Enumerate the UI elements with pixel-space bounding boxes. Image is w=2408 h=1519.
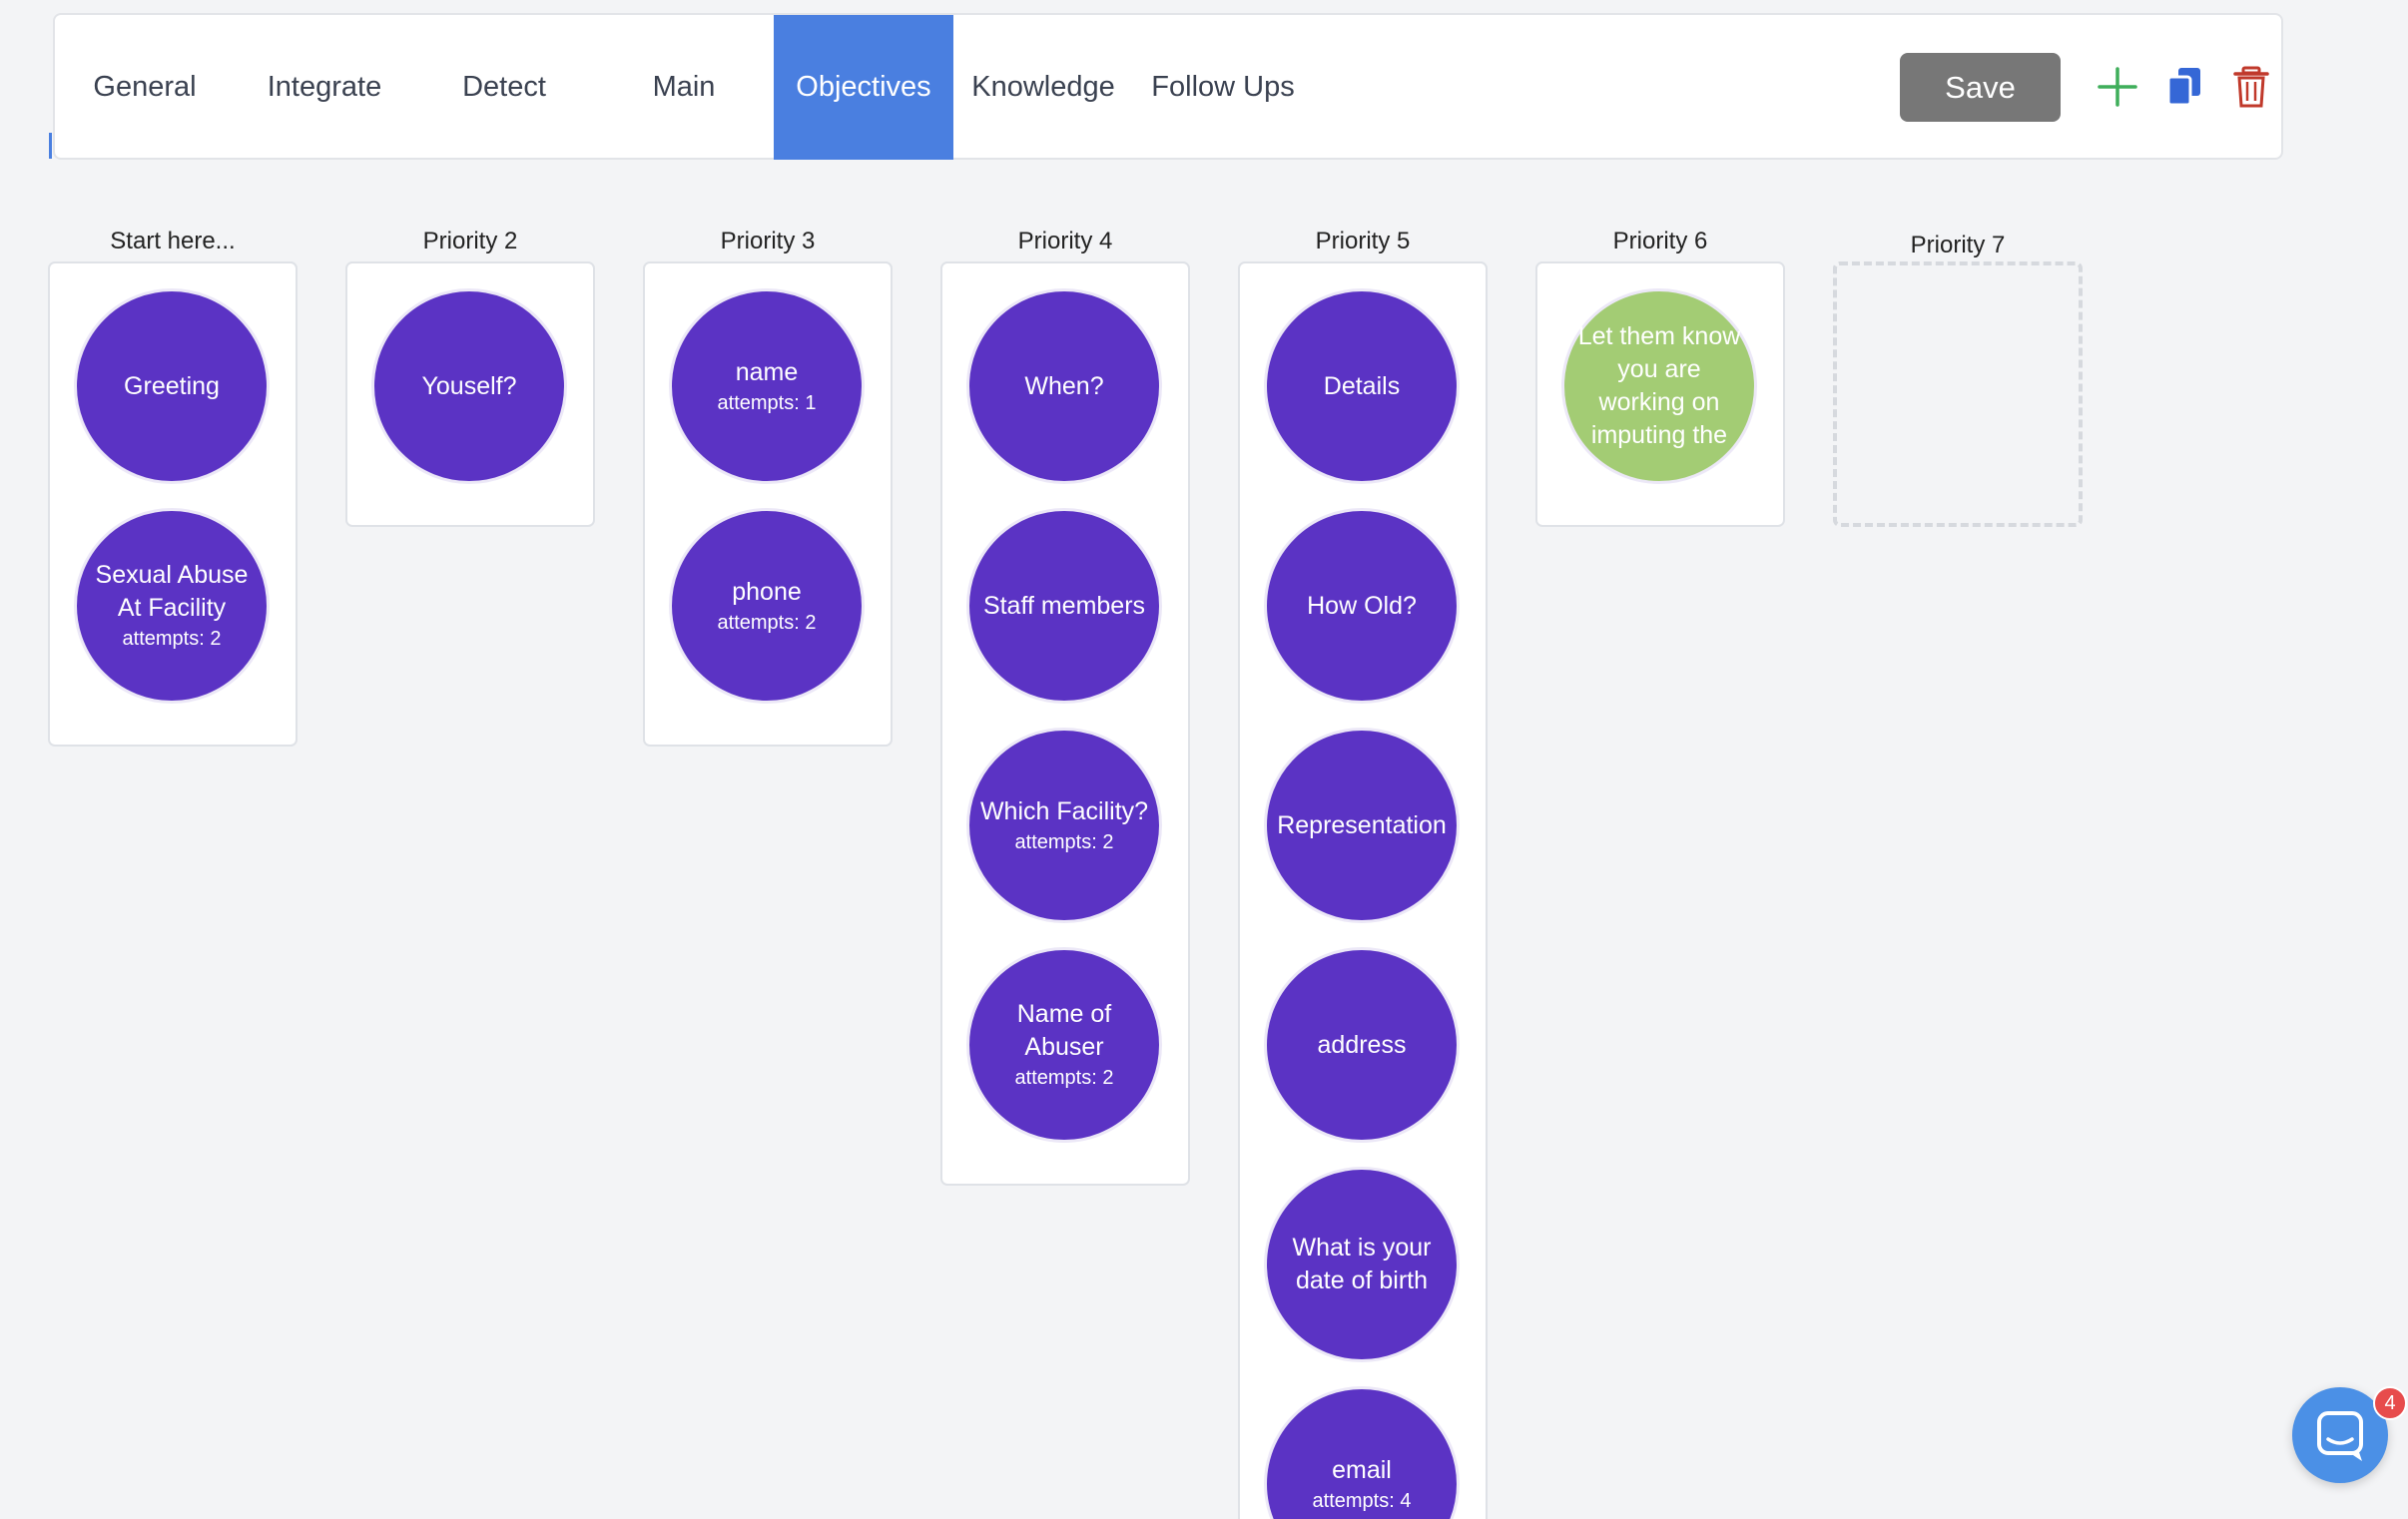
breadcrumb-link-fragment[interactable] <box>49 133 52 159</box>
objective-attempts: attempts: 2 <box>717 611 817 634</box>
column-title: Priority 7 <box>1910 232 2006 258</box>
objective-bubble[interactable]: Greeting <box>74 288 270 484</box>
chat-icon <box>2317 1411 2363 1461</box>
objective-editor-toolbar: General Integrate Detect Main Objectives… <box>53 13 2283 160</box>
objective-attempts: attempts: 2 <box>122 628 222 650</box>
tab-general[interactable]: General <box>93 71 197 103</box>
tab-knowledge[interactable]: Knowledge <box>971 71 1115 103</box>
priority-column-2: Youself? <box>345 261 595 527</box>
tab-detect[interactable]: Detect <box>462 71 546 103</box>
objective-label: Youself? <box>421 371 517 400</box>
priority-column-7-dropzone[interactable] <box>1833 261 2083 527</box>
objective-label: Details <box>1323 371 1401 400</box>
tab-integrate[interactable]: Integrate <box>267 71 382 103</box>
objective-bubble[interactable]: How Old? <box>1264 508 1460 704</box>
objective-label: address <box>1317 1030 1407 1059</box>
copy-icon[interactable] <box>2162 65 2206 109</box>
objective-attempts: attempts: 2 <box>1014 830 1114 853</box>
objective-bubble[interactable]: Details <box>1264 288 1460 484</box>
priority-column-4: When? Staff members Which Facility? atte… <box>940 261 1190 1186</box>
plus-icon[interactable] <box>2096 65 2139 109</box>
column-title: Priority 3 <box>720 228 816 254</box>
objective-label: Name of Abuser <box>1016 1000 1112 1061</box>
column-title: Priority 5 <box>1315 228 1411 254</box>
objective-label: name <box>735 357 799 386</box>
objective-attempts: attempts: 2 <box>1014 1067 1114 1089</box>
column-title: Priority 4 <box>1017 228 1113 254</box>
tab-objectives[interactable]: Objectives <box>774 15 953 160</box>
objective-label: Which Facility? <box>979 796 1149 825</box>
objective-label: Representation <box>1277 810 1447 839</box>
objective-bubble[interactable]: name attempts: 1 <box>669 288 865 484</box>
objective-label: Greeting <box>124 371 220 400</box>
objective-bubble[interactable]: When? <box>966 288 1162 484</box>
objective-bubble[interactable]: email attempts: 4 <box>1264 1386 1460 1519</box>
save-button[interactable]: Save <box>1900 53 2061 122</box>
objective-label: What is your date of birth <box>1292 1234 1432 1294</box>
objective-bubble[interactable]: phone attempts: 2 <box>669 508 865 704</box>
objective-bubble[interactable]: Which Facility? attempts: 2 <box>966 728 1162 923</box>
column-title: Start here... <box>110 228 236 254</box>
priority-column-6: Let them know you are working on imputin… <box>1535 261 1785 527</box>
notification-badge: 4 <box>2373 1386 2407 1420</box>
objective-bubble[interactable]: Let them know you are working on imputin… <box>1561 288 1757 484</box>
tab-follow-ups[interactable]: Follow Ups <box>1151 71 1295 103</box>
column-title: Priority 6 <box>1612 228 1708 254</box>
objective-bubble[interactable]: Sexual Abuse At Facility attempts: 2 <box>74 508 270 704</box>
objective-bubble[interactable]: Name of Abuser attempts: 2 <box>966 947 1162 1143</box>
tab-main[interactable]: Main <box>652 71 716 103</box>
objective-label: When? <box>1024 371 1104 400</box>
objective-attempts: attempts: 4 <box>1312 1489 1412 1512</box>
objective-bubble[interactable]: address <box>1264 947 1460 1143</box>
objective-label: email <box>1332 1455 1392 1484</box>
column-title: Priority 2 <box>422 228 518 254</box>
objective-bubble[interactable]: Staff members <box>966 508 1162 704</box>
objective-label: phone <box>732 577 802 606</box>
priority-column-3: name attempts: 1 phone attempts: 2 <box>643 261 893 747</box>
objective-bubble[interactable]: Representation <box>1264 728 1460 923</box>
objective-bubble[interactable]: Youself? <box>371 288 567 484</box>
priority-column-5: Details How Old? Representation address … <box>1238 261 1488 1519</box>
chat-launcher-button[interactable] <box>2292 1387 2388 1483</box>
trash-icon[interactable] <box>2229 65 2273 109</box>
objective-attempts: attempts: 1 <box>717 391 817 414</box>
objective-label: Let them know you are working on imputin… <box>1577 322 1741 449</box>
objective-label: Sexual Abuse At Facility <box>95 561 249 622</box>
priority-column-start: Greeting Sexual Abuse At Facility attemp… <box>48 261 298 747</box>
objective-label: How Old? <box>1307 591 1417 620</box>
objective-bubble[interactable]: What is your date of birth <box>1264 1167 1460 1362</box>
objective-label: Staff members <box>982 591 1146 620</box>
